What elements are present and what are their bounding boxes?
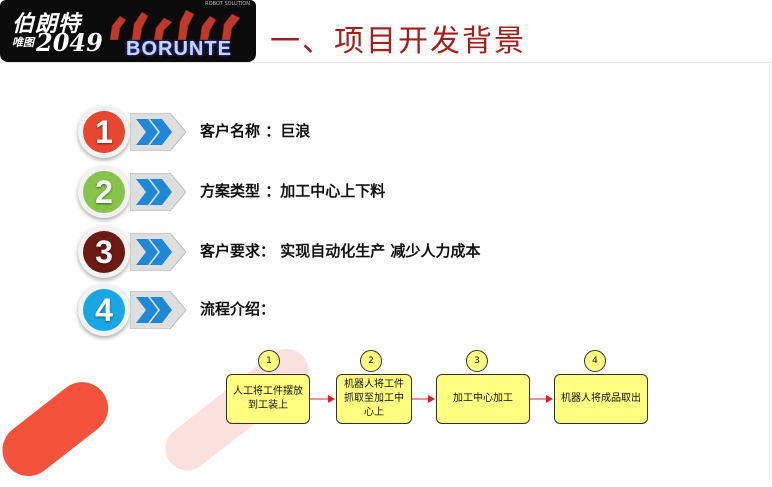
list-item-2: 2 方案类型 ：加工中心上下料 [78,166,678,218]
flow-step-number-1: 1 [258,350,280,372]
item-label: 方案类型 ：加工中心上下料 [200,182,386,200]
chevron-right-icon [130,173,186,211]
flow-step-number-2: 2 [360,350,382,372]
item-label: 客户要求： 实现自动化生产 减少人力成本 [200,242,481,260]
arrow-right-icon [412,395,435,403]
flow-step-3: 加工中心加工 [436,374,530,424]
robot-arms-icon [109,9,241,40]
number-badge-1: 1 [78,106,130,158]
page-title: 一、项目开发背景 [270,24,526,59]
logo-line1: 伯朗特 [12,11,82,37]
header-divider [0,62,772,63]
decorative-shape-red [0,371,119,487]
list-item-3: 3 客户要求： 实现自动化生产 减少人力成本 [78,226,678,278]
chevron-right-icon [130,113,186,151]
chevron-right-icon [130,291,186,329]
logo-brand: BORUNTE ROBOT SOLUTION [100,0,256,62]
arrow-right-icon [310,395,335,403]
item-label: 客户名称 ：巨浪 [200,122,311,140]
right-divider [769,62,770,482]
badge-number: 2 [83,171,125,213]
logo-line3: 2049 [36,28,103,57]
brand-text: BORUNTE [126,38,232,60]
chevron-right-icon [130,233,186,271]
item-label: 流程介绍： [200,300,276,318]
number-badge-2: 2 [78,166,130,218]
badge-number: 1 [83,111,125,153]
flow-step-1: 人工将工件摆放到工装上 [226,374,310,424]
badge-number: 3 [83,231,125,273]
list-item-1: 1 客户名称 ：巨浪 [78,106,678,158]
logo-line2: 唯图 [12,36,34,49]
company-logo: 伯朗特 唯图 2049 BORUNTE ROBOT SOLUTION [0,0,256,62]
arrow-right-icon [530,395,553,403]
flow-step-number-3: 3 [466,350,488,372]
flow-step-2: 机器人将工件抓取至加工中心上 [336,374,412,424]
badge-number: 4 [83,289,125,331]
logo-handwriting: 伯朗特 唯图 2049 [8,4,103,57]
list-item-4: 4 流程介绍： [78,284,678,336]
flow-step-number-4: 4 [584,350,606,372]
number-badge-3: 3 [78,226,130,278]
logo-tiny-text: ROBOT SOLUTION [205,1,250,7]
flow-step-4: 机器人将成品取出 [554,374,648,424]
number-badge-4: 4 [78,284,130,336]
